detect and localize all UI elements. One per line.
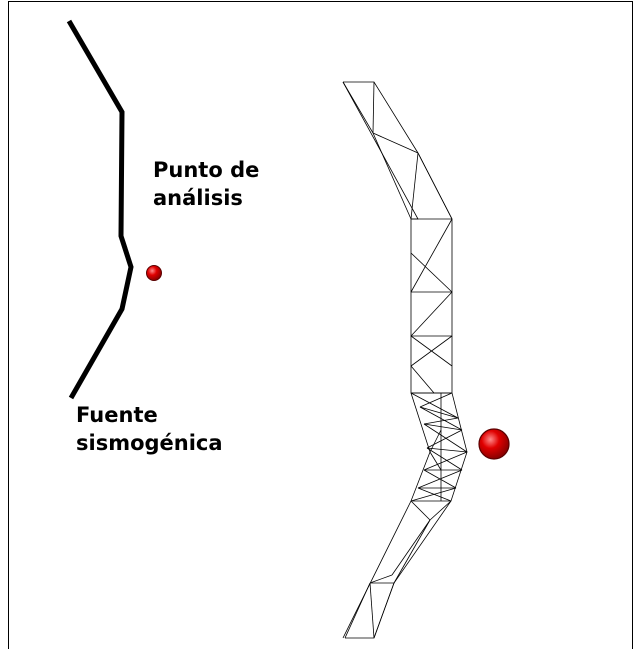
analysis-point-label: Punto de análisis — [153, 156, 259, 212]
analysis-point-large — [478, 428, 510, 460]
fault-trace-simplified — [66, 19, 134, 400]
figure-frame — [8, 1, 633, 649]
analysis-point-small — [146, 265, 162, 281]
seismic-source-label-line2: sismogénica — [76, 431, 223, 455]
analysis-point-label-line1: Punto de — [153, 158, 260, 182]
analysis-point-label-line2: análisis — [153, 186, 243, 210]
seismic-source-label-line1: Fuente — [76, 403, 158, 427]
seismic-source-label: Fuente sismogénica — [76, 401, 223, 457]
fault-mesh — [342, 81, 468, 639]
